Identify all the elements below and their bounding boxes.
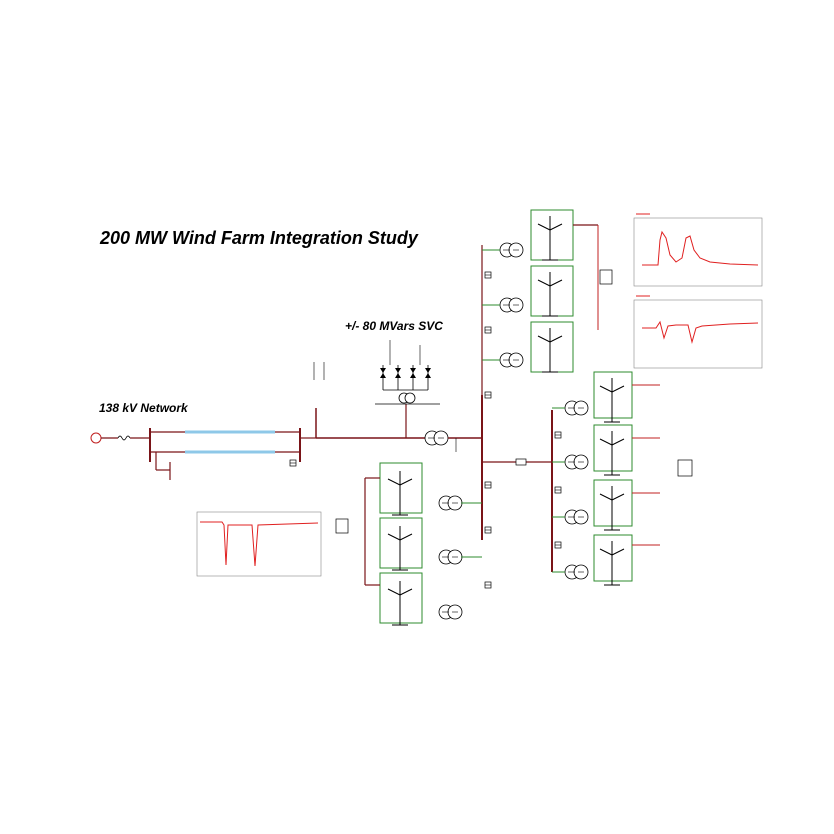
- svc-group: [313, 340, 440, 438]
- page-title: 200 MW Wind Farm Integration Study: [100, 228, 418, 248]
- plot-power: [633, 213, 763, 287]
- plot-voltage: [196, 511, 322, 577]
- source-icon: [90, 432, 102, 444]
- svc-thyristor-icon: [380, 368, 431, 373]
- source-group: [90, 408, 317, 480]
- plot-reactive: [633, 295, 763, 369]
- generator-icon: [499, 242, 524, 258]
- feeder-bottom: [335, 462, 492, 626]
- network-label: 138 kV Network: [99, 401, 188, 415]
- wind-turbine-icon: [537, 215, 563, 261]
- breaker-icon: [484, 271, 492, 279]
- feeder-right: [552, 371, 693, 586]
- svc-label: +/- 80 MVars SVC: [345, 319, 443, 333]
- feeder-top: [481, 209, 613, 399]
